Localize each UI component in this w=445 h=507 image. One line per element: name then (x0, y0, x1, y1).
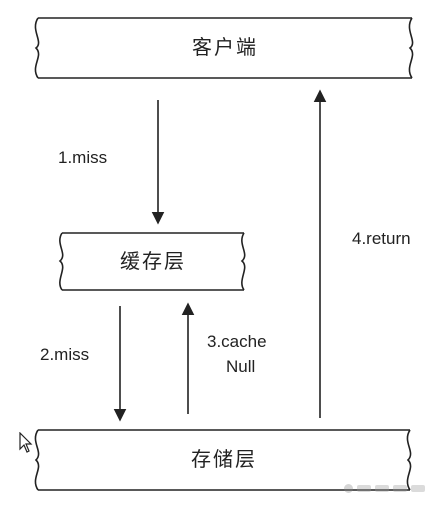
storage-to-cache-label-line2: Null (226, 357, 255, 376)
storage-box-label: 存储层 (191, 447, 257, 471)
cache-to-storage-label: 2.miss (40, 345, 89, 364)
mouse-cursor-icon (19, 432, 33, 453)
storage-to-client-label: 4.return (352, 229, 411, 248)
client-box-label: 客户端 (192, 35, 258, 59)
storage-to-cache-label-line1: 3.cache (207, 332, 267, 351)
client-box: 客户端 (34, 17, 414, 79)
client-to-cache-label: 1.miss (58, 148, 107, 167)
storage-box: 存储层 (34, 429, 412, 491)
cache-box-label: 缓存层 (120, 249, 186, 273)
watermark-logo (344, 484, 425, 493)
cache-box: 缓存层 (58, 232, 246, 291)
